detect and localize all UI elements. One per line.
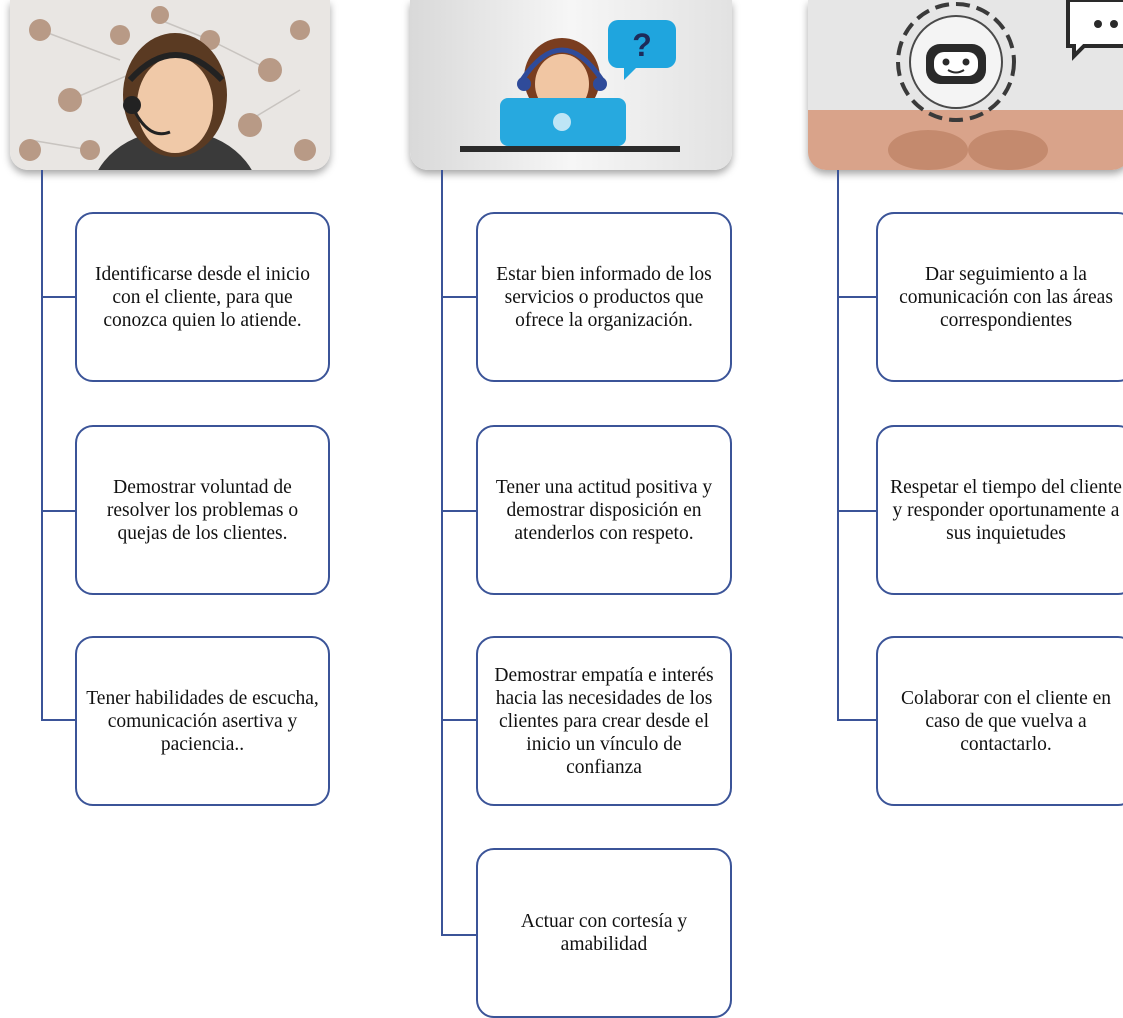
card-positive-attitude: Tener una actitud positiva y demostrar d… [476, 425, 732, 595]
header-image-chatbot [808, 0, 1123, 170]
card-text: Tener habilidades de escucha, comunicaci… [86, 687, 319, 755]
header-image-agent [10, 0, 330, 170]
connector-branch [441, 934, 476, 936]
card-follow-up: Dar seguimiento a la comunicación con la… [876, 212, 1123, 382]
connector-branch [441, 719, 476, 721]
connector-vertical-col1 [41, 170, 43, 720]
card-text: Dar seguimiento a la comunicación con la… [899, 263, 1113, 331]
connector-branch [41, 510, 75, 512]
connector-branch [837, 719, 877, 721]
card-empathy: Demostrar empatía e interés hacia las ne… [476, 636, 732, 806]
svg-text:?: ? [632, 27, 652, 63]
card-willingness: Demostrar voluntad de resolver los probl… [75, 425, 330, 595]
connector-branch [41, 719, 75, 721]
card-text: Colaborar con el cliente en caso de que … [900, 687, 1112, 755]
card-well-informed: Estar bien informado de los servicios o … [476, 212, 732, 382]
card-collaborate: Colaborar con el cliente en caso de que … [876, 636, 1123, 806]
card-text: Identificarse desde el inicio con el cli… [95, 263, 310, 331]
connector-vertical-col2 [441, 170, 443, 936]
connector-branch [441, 510, 476, 512]
card-listening-skills: Tener habilidades de escucha, comunicaci… [75, 636, 330, 806]
connector-vertical-col3 [837, 170, 839, 721]
card-text: Estar bien informado de los servicios o … [496, 263, 712, 331]
connector-branch [441, 296, 476, 298]
header-image-support: ? [410, 0, 732, 170]
card-text: Tener una actitud positiva y demostrar d… [495, 476, 713, 544]
card-text: Demostrar voluntad de resolver los probl… [106, 476, 299, 544]
connector-branch [41, 296, 75, 298]
card-identify: Identificarse desde el inicio con el cli… [75, 212, 330, 382]
card-text: Demostrar empatía e interés hacia las ne… [494, 664, 714, 778]
card-respect-time: Respetar el tiempo del cliente y respond… [876, 425, 1123, 595]
card-text: Respetar el tiempo del cliente y respond… [890, 476, 1122, 544]
card-text: Actuar con cortesía y amabilidad [520, 911, 688, 955]
connector-branch [837, 296, 877, 298]
card-courtesy: Actuar con cortesía y amabilidad [476, 848, 732, 1018]
connector-branch [837, 510, 877, 512]
